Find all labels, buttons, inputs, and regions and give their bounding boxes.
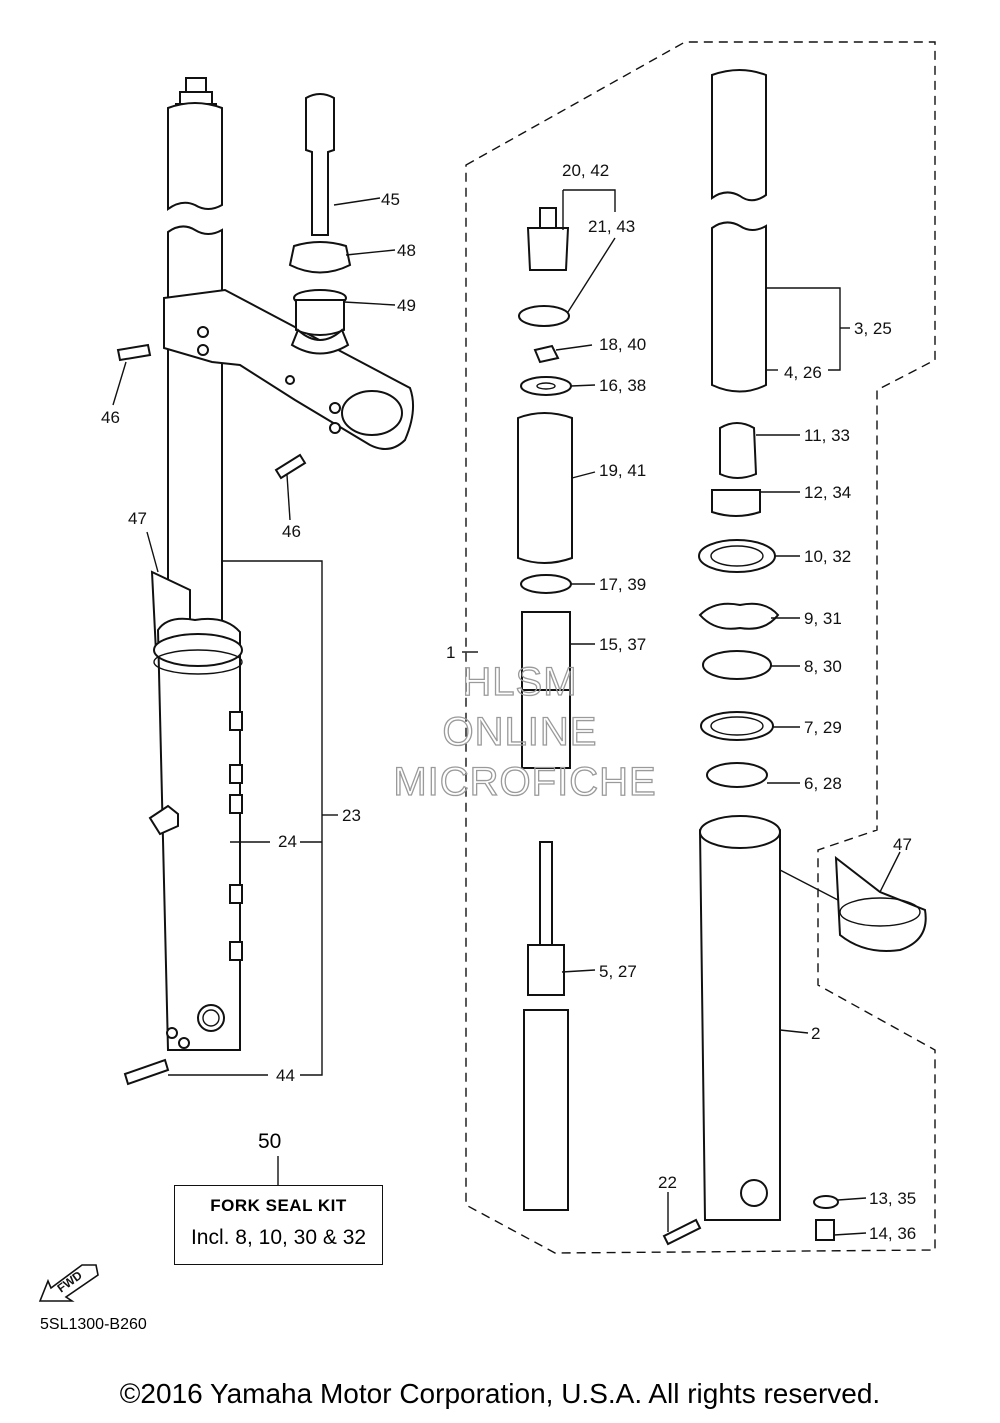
fork-seal-kit-title: FORK SEAL KIT xyxy=(210,1196,347,1215)
callout-47-left: 47 xyxy=(128,509,147,528)
leader-lines xyxy=(112,189,901,1236)
callout-46-top: 46 xyxy=(101,408,120,427)
diagram-code: 5SL1300-B260 xyxy=(40,1316,147,1333)
callout-47-right: 47 xyxy=(893,835,912,854)
callout-5-27: 5, 27 xyxy=(599,962,637,981)
callout-18-40: 18, 40 xyxy=(599,335,646,354)
right-tube-parts xyxy=(662,69,839,1246)
callout-11-33: 11, 33 xyxy=(804,426,850,445)
callout-19-41: 19, 41 xyxy=(599,461,646,480)
callout-12-34: 12, 34 xyxy=(804,483,851,502)
callout-48: 48 xyxy=(397,241,416,260)
assembly-boundary xyxy=(465,41,936,1254)
callout-22: 22 xyxy=(658,1173,677,1192)
callout-13-35: 13, 35 xyxy=(869,1189,916,1208)
callout-17-39: 17, 39 xyxy=(599,575,646,594)
fork-seal-kit-number: 50 xyxy=(258,1130,282,1153)
callout-23: 23 xyxy=(342,806,361,825)
callout-3-25: 3, 25 xyxy=(854,319,892,338)
callout-45: 45 xyxy=(381,190,400,209)
callout-15-37: 15, 37 xyxy=(599,635,646,654)
side-cover-right xyxy=(834,855,927,952)
watermark: HLSM ONLINE MICROFICHE xyxy=(393,659,657,804)
callout-10-32: 10, 32 xyxy=(804,547,851,566)
callout-7-29: 7, 29 xyxy=(804,718,842,737)
watermark-line-1: HLSM xyxy=(462,660,577,704)
callout-24: 24 xyxy=(278,832,297,851)
callout-20-42: 20, 42 xyxy=(562,161,609,180)
callout-14-36: 14, 36 xyxy=(869,1224,916,1243)
watermark-line-3: MICROFICHE xyxy=(393,760,656,804)
callout-labels: 45 48 49 46 46 47 23 24 44 20, 42 21, 43… xyxy=(101,161,916,1243)
callout-49: 49 xyxy=(397,296,416,315)
callout-16-38: 16, 38 xyxy=(599,376,646,395)
damper-stack xyxy=(517,207,573,1211)
callout-21-43: 21, 43 xyxy=(588,217,635,236)
callout-4-26: 4, 26 xyxy=(784,363,822,382)
fwd-arrow-icon: FWD xyxy=(38,1264,99,1302)
steering-shaft xyxy=(288,93,352,355)
callout-6-28: 6, 28 xyxy=(804,774,842,793)
left-fork-assembly xyxy=(116,77,415,1086)
callout-9-31: 9, 31 xyxy=(804,609,842,628)
watermark-line-2: ONLINE xyxy=(443,710,598,754)
callout-8-30: 8, 30 xyxy=(804,657,842,676)
copyright-notice: ©2016 Yamaha Motor Corporation, U.S.A. A… xyxy=(119,1378,881,1409)
callout-44: 44 xyxy=(276,1066,295,1085)
callout-1: 1 xyxy=(446,643,455,662)
fork-seal-kit-box: FORK SEAL KIT Incl. 8, 10, 30 & 32 xyxy=(174,1185,383,1265)
callout-2: 2 xyxy=(811,1024,820,1043)
callout-46-bottom: 46 xyxy=(282,522,301,541)
fork-seal-kit-includes: Incl. 8, 10, 30 & 32 xyxy=(190,1226,367,1249)
